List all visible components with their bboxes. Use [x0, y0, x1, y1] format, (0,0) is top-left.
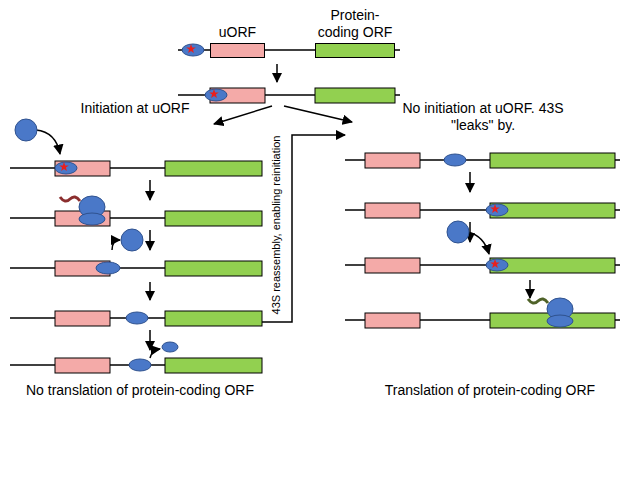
small-subunit [129, 359, 151, 371]
uorf-box [55, 358, 110, 373]
orf-box: Protein-coding ORF [315, 43, 395, 58]
branch-arrow [284, 106, 352, 122]
small-subunit [96, 262, 120, 274]
step-arrow [149, 230, 151, 250]
orf-box [165, 311, 262, 326]
orf-box [165, 261, 262, 276]
uorf-box [55, 161, 110, 176]
arrow-label: 43S reassembly, enabling reinitiation [269, 135, 283, 314]
branch-arrow [214, 106, 272, 124]
factor [162, 342, 178, 352]
orf-box [165, 211, 262, 226]
orf-box [315, 88, 395, 103]
orf-box [490, 203, 615, 218]
step-arrow [529, 280, 531, 298]
small-subunit [79, 213, 105, 225]
start-codon-star [490, 204, 500, 213]
uorf-box [365, 153, 420, 168]
start-codon-star [186, 44, 196, 53]
small-subunit [182, 44, 204, 56]
step-caption: No initiation at uORF. 43S "leaks" by. [393, 100, 573, 134]
start-codon-star [490, 259, 500, 268]
small-subunit [486, 259, 508, 271]
small-subunit [547, 315, 573, 327]
step-arrow [149, 330, 151, 350]
step-arrow [276, 64, 278, 82]
large-subunit [15, 119, 37, 141]
small-subunit [486, 204, 508, 216]
uorf-box: uORF [210, 43, 265, 58]
start-codon-star [59, 162, 69, 171]
orf-box [165, 161, 262, 176]
joining-arrow [36, 130, 60, 154]
leaving-arrow [150, 349, 160, 358]
box-heading: Protein-coding ORF [310, 7, 400, 41]
start-codon-star [209, 89, 219, 98]
small-subunit [205, 89, 227, 101]
uorf-box [365, 258, 420, 273]
small-subunit [126, 312, 148, 324]
step-arrow [469, 172, 471, 192]
box-heading: uORF [208, 24, 268, 41]
uorf-box [55, 311, 110, 326]
leaving-arrow [112, 240, 120, 250]
small-subunit [55, 162, 77, 174]
orf-box [490, 258, 615, 273]
uorf-box [365, 203, 420, 218]
small-subunit [444, 154, 466, 166]
large-subunit [121, 229, 143, 251]
peptide [528, 299, 548, 303]
joining-arrow [468, 232, 489, 254]
orf-box [165, 358, 262, 373]
orf-box [490, 153, 615, 168]
step-arrow [149, 282, 151, 300]
uorf-box [365, 313, 420, 328]
step-arrow [149, 180, 151, 200]
step-caption: No translation of protein-coding ORF [5, 382, 275, 399]
step-caption: Translation of protein-coding ORF [360, 382, 620, 399]
step-caption: Initiation at uORF [60, 100, 210, 117]
peptide [60, 197, 80, 201]
large-subunit [447, 221, 469, 243]
reinitiation-arrow [262, 135, 345, 322]
